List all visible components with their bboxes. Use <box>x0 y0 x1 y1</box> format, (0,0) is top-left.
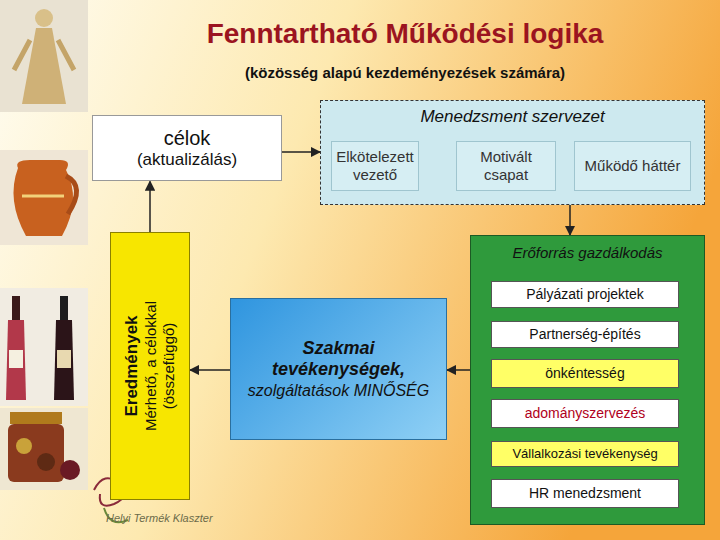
logo-text: Helyi Termék Klaszter <box>106 512 246 524</box>
resource-box: Pályázati projektek <box>491 281 679 308</box>
resource-box: Partnerség-építés <box>491 321 679 348</box>
resource-box: önkéntesség <box>491 359 679 388</box>
preserve-jar <box>0 408 88 490</box>
node-heading: Eredmények <box>122 315 142 416</box>
flow-arrow <box>447 369 470 371</box>
node-heading: Működő háttér <box>585 157 681 175</box>
flow-arrow <box>149 181 151 232</box>
resource-box: HR menedzsment <box>491 479 679 508</box>
resource-box: adományszervezés <box>491 399 679 428</box>
results-box: EredményekMérhető, a célokkal (összefügg… <box>110 232 190 500</box>
management-box: Motivált csapat <box>456 141 556 191</box>
flow-arrow <box>282 151 320 153</box>
flow-arrow <box>569 205 571 235</box>
node-heading: Elkötelezett vezető <box>335 148 415 184</box>
node-heading: Partnerség-építés <box>496 326 674 343</box>
node-heading: célok <box>99 126 275 150</box>
goal-box: célok(aktualizálás) <box>92 115 282 181</box>
node-heading: Pályázati projektek <box>496 286 674 303</box>
node-heading: Vállalkozási tevékenység <box>496 446 674 462</box>
node-heading: Menedzsment szervezet <box>327 107 698 127</box>
subtitle: (közösség alapú kezdeményezések számára) <box>90 64 720 81</box>
management-box: Működő háttér <box>574 141 691 191</box>
node-heading: adományszervezés <box>496 405 674 422</box>
resource-box: Vállalkozási tevékenység <box>491 441 679 467</box>
node-heading: HR menedzsment <box>496 485 674 502</box>
straw-doll <box>0 0 88 112</box>
node-heading: Szakmai tevékenységek, <box>239 338 438 381</box>
management-group: Menedzsment szervezetElkötelezett vezető… <box>320 100 705 205</box>
node-text: Mérhető, a célokkal (összefüggő) <box>142 266 178 466</box>
node-heading: önkéntesség <box>496 365 674 382</box>
flow-arrow <box>190 369 230 371</box>
management-box: Elkötelezett vezető <box>331 141 419 191</box>
activity-box: Szakmai tevékenységek,szolgáltatások MIN… <box>230 298 447 440</box>
wine-bottles <box>0 288 88 406</box>
node-heading: Erőforrás gazdálkodás <box>477 244 698 262</box>
node-text: szolgáltatások MINŐSÉG <box>248 381 429 400</box>
title: Fenntartható Működési logika <box>90 18 720 50</box>
resource-group: Erőforrás gazdálkodásPályázati projektek… <box>470 235 705 525</box>
clay-jug <box>0 150 88 245</box>
node-heading: Motivált csapat <box>460 148 552 184</box>
node-text: (aktualizálás) <box>99 150 275 170</box>
rotated-text-holder: EredményekMérhető, a célokkal (összefügg… <box>110 266 190 466</box>
